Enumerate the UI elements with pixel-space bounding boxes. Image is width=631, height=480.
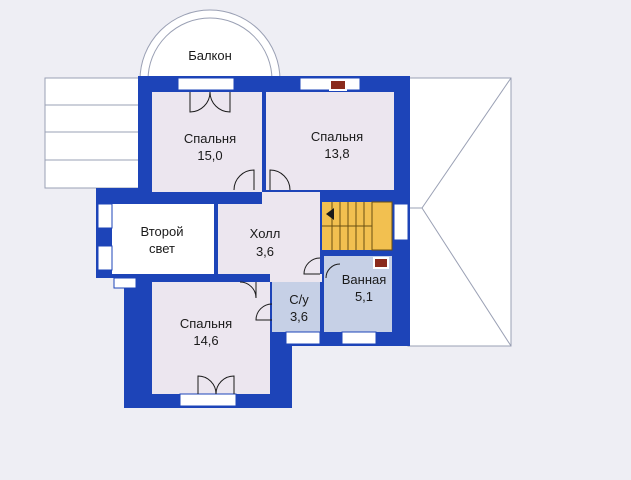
roof-right xyxy=(407,77,512,347)
label-balcony: Балкон xyxy=(188,48,232,63)
label-hall: Холл xyxy=(250,226,281,241)
roof-left xyxy=(44,77,143,189)
hall-passage xyxy=(270,274,322,282)
room-second-light xyxy=(112,204,214,274)
chimney-bath xyxy=(373,257,389,269)
label-second-light-1: Второй xyxy=(141,224,184,239)
area-hall: 3,6 xyxy=(256,244,274,259)
label-wc: С/у xyxy=(289,292,309,307)
area-wc: 3,6 xyxy=(290,309,308,324)
staircase xyxy=(322,201,393,251)
area-bedroom-bottom: 14,6 xyxy=(193,333,218,348)
label-bedroom-top-left: Спальня xyxy=(184,131,236,146)
room-bedroom-top-right xyxy=(266,92,394,190)
room-bedroom-bottom xyxy=(152,282,270,394)
label-bedroom-top-right: Спальня xyxy=(311,129,363,144)
area-bedroom-top-left: 15,0 xyxy=(197,148,222,163)
balcony xyxy=(139,9,281,81)
label-bedroom-bottom: Спальня xyxy=(180,316,232,331)
chimney-top xyxy=(329,79,347,91)
room-hall-ext xyxy=(262,192,320,206)
room-wc xyxy=(272,280,320,332)
label-second-light-2: свет xyxy=(149,241,175,256)
room-hall xyxy=(218,204,320,274)
room-bedroom-top-left xyxy=(152,92,262,192)
doors xyxy=(189,91,341,395)
area-bedroom-top-right: 13,8 xyxy=(324,146,349,161)
area-bathroom: 5,1 xyxy=(355,289,373,304)
windows xyxy=(97,77,409,407)
label-bathroom: Ванная xyxy=(342,272,387,287)
